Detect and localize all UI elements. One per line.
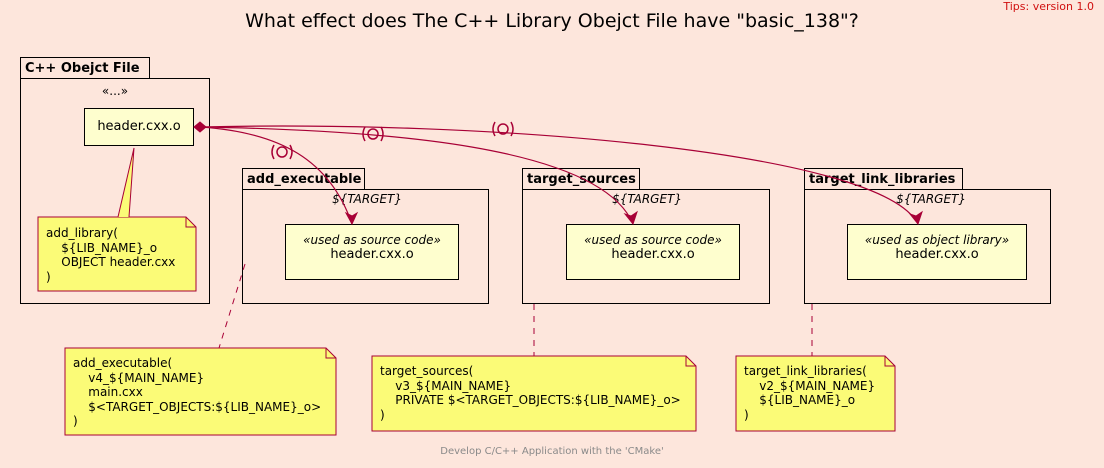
target-label: ${TARGET} (612, 192, 682, 206)
dependency-arrows (199, 125, 919, 225)
note-shape-target-sources (371, 355, 697, 432)
note-add-library: add_library( ${LIB_NAME}_o OBJECT header… (46, 226, 176, 284)
package-tab-target-link-libraries: target_link_libraries (804, 168, 963, 190)
package-tab-add-executable: add_executable (242, 168, 365, 190)
object-header-cxx-o-add-executable: «used as source code» header.cxx.o (285, 224, 459, 280)
object-name: header.cxx.o (330, 247, 414, 262)
package-stereotype: «...» (101, 84, 129, 98)
object-stereotype: «used as source code» (584, 233, 722, 247)
target-label: ${TARGET} (896, 192, 966, 206)
object-header-cxx-o-target-sources: «used as source code» header.cxx.o (566, 224, 740, 280)
footer-caption: Develop C/C++ Application with the 'CMak… (440, 446, 664, 457)
object-header-cxx-o-target-link-libraries: «used as object library» header.cxx.o (847, 224, 1027, 280)
object-name: header.cxx.o (611, 247, 695, 262)
object-name: header.cxx.o (895, 247, 979, 262)
note-shape-target-link-libraries (735, 355, 896, 432)
object-stereotype: «used as object library» (864, 233, 1010, 247)
note-target-sources: target_sources( v3_${MAIN_NAME} PRIVATE … (380, 364, 681, 422)
diagram-title: What effect does The C++ Library Obejct … (245, 10, 859, 32)
note-target-link-libraries: target_link_libraries( v2_${MAIN_NAME} $… (744, 364, 876, 422)
composition-diamond (193, 121, 207, 133)
note-shape-add-executable (64, 347, 337, 436)
object-header-cxx-o-source: header.cxx.o (84, 108, 194, 146)
interface-markers (271, 121, 514, 160)
tips-label: Tips: version 1.0 (1003, 0, 1094, 13)
target-label: ${TARGET} (332, 192, 402, 206)
object-stereotype: «used as source code» (303, 233, 441, 247)
note-add-executable: add_executable( v4_${MAIN_NAME} main.cxx… (73, 356, 322, 428)
package-tab-cpp-object-file: C++ Obejct File (20, 57, 150, 79)
note-shape-add-library (37, 216, 197, 292)
package-tab-target-sources: target_sources (522, 168, 640, 190)
